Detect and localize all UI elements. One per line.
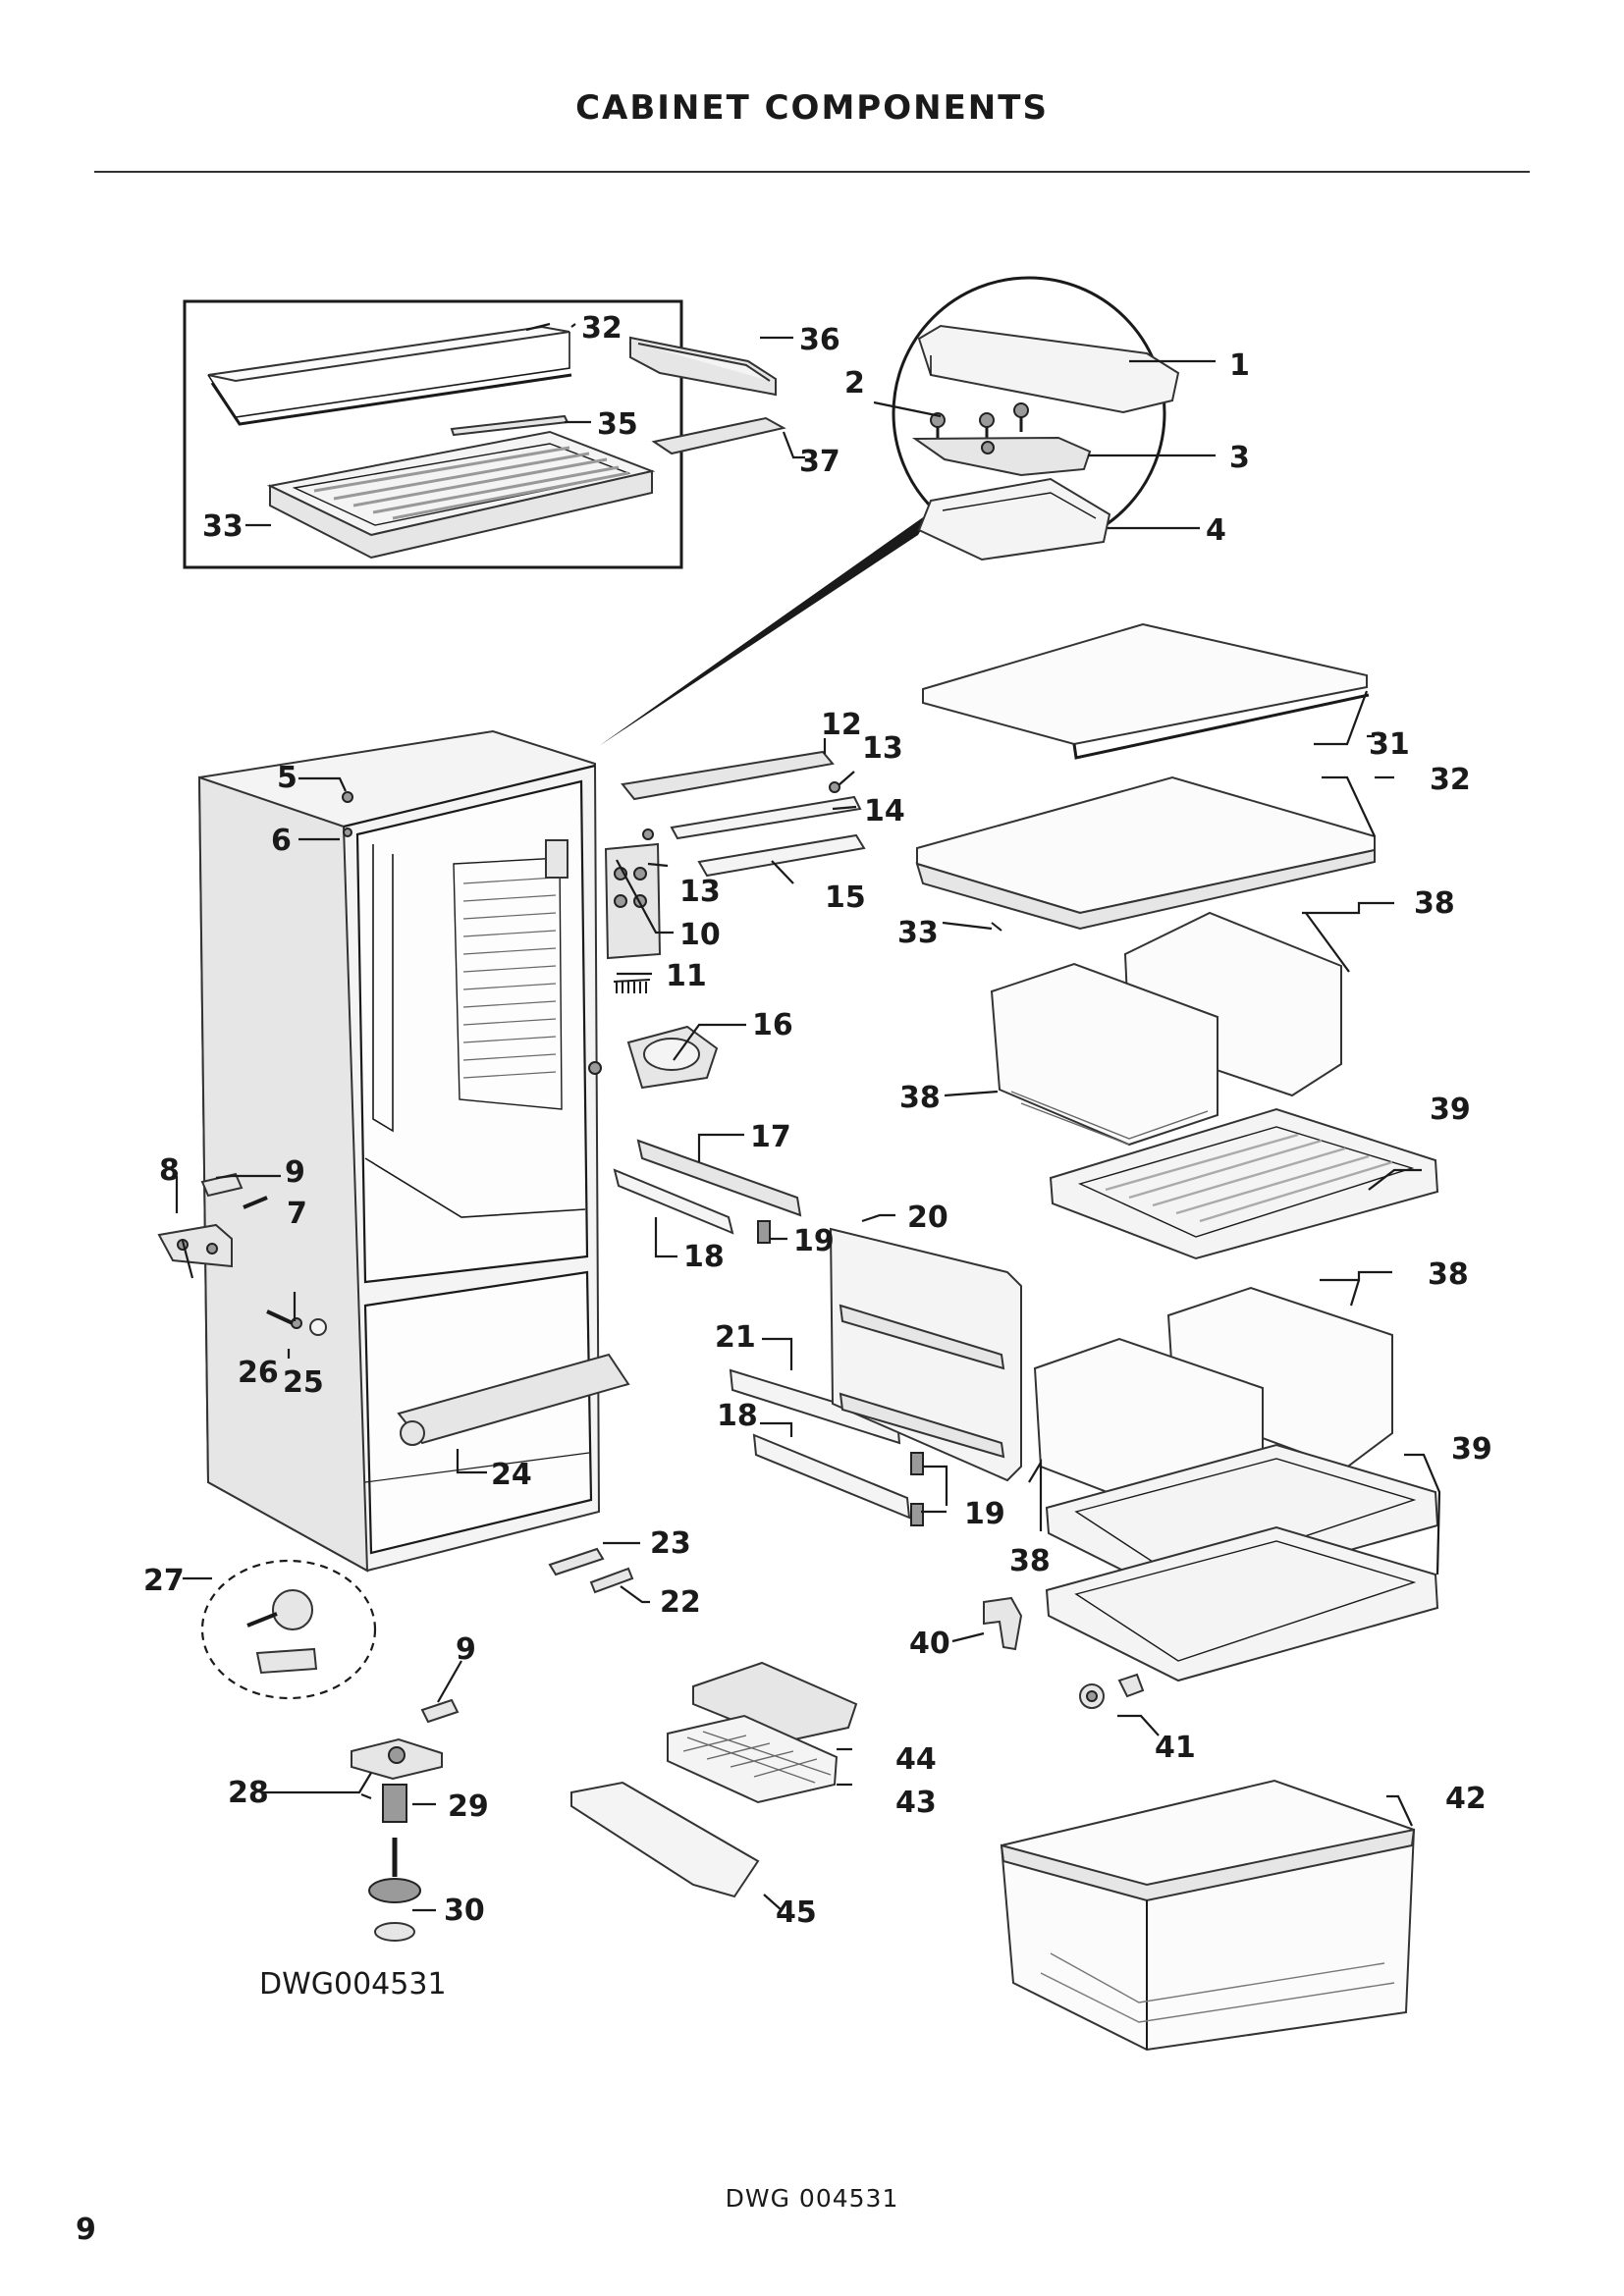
door-bins-upper xyxy=(990,911,1342,1147)
inset-shelf-detail xyxy=(183,299,786,569)
callout-20: 20 xyxy=(907,1201,948,1235)
callout-38d: 38 xyxy=(1009,1544,1051,1578)
callout-38c: 38 xyxy=(1428,1257,1469,1292)
callout-39b: 39 xyxy=(1451,1432,1492,1467)
control-panel xyxy=(604,842,662,993)
refrigerator-cabinet xyxy=(197,729,630,1573)
callout-36: 36 xyxy=(799,323,840,357)
page-title: CABINET COMPONENTS xyxy=(575,88,1049,128)
fan-assembly xyxy=(588,1025,719,1090)
callout-32b: 32 xyxy=(1430,763,1471,797)
callout-38a: 38 xyxy=(1414,886,1455,921)
callout-labels: 1 2 3 4 5 6 7 8 9 9 10 11 12 13 13 14 15… xyxy=(143,311,1492,1930)
callout-29: 29 xyxy=(448,1789,489,1824)
callout-14: 14 xyxy=(864,794,905,828)
callout-19b: 19 xyxy=(964,1497,1005,1531)
callout-43: 43 xyxy=(895,1786,937,1820)
callout-18a: 18 xyxy=(683,1240,725,1274)
leveling-foot-detail xyxy=(200,1559,377,1700)
callout-8: 8 xyxy=(159,1153,180,1188)
callout-25: 25 xyxy=(283,1365,324,1400)
callout-27: 27 xyxy=(143,1564,185,1598)
callout-31: 31 xyxy=(1369,727,1410,762)
upper-hinge xyxy=(157,1172,327,1336)
callout-32a: 32 xyxy=(581,311,623,346)
lower-hinge-leg xyxy=(351,1698,460,1942)
callout-13b: 13 xyxy=(679,875,721,909)
crisper-drawer xyxy=(1000,1779,1416,2052)
callout-40: 40 xyxy=(909,1627,950,1661)
callout-9b: 9 xyxy=(456,1632,476,1667)
callout-19a: 19 xyxy=(793,1224,835,1258)
callout-44: 44 xyxy=(895,1742,937,1777)
callout-7: 7 xyxy=(287,1197,307,1231)
crisper-cover-frame xyxy=(829,1227,1022,1482)
callout-21: 21 xyxy=(715,1320,756,1355)
page-number: 9 xyxy=(76,2213,96,2247)
callout-26: 26 xyxy=(238,1356,279,1390)
callout-38b: 38 xyxy=(899,1081,941,1115)
leader-lines xyxy=(175,322,1441,1912)
magnified-light-detail xyxy=(599,276,1180,746)
callout-23: 23 xyxy=(650,1526,691,1561)
callout-6: 6 xyxy=(271,824,292,858)
callout-33a: 33 xyxy=(202,509,244,544)
clip-parts xyxy=(548,1547,634,1594)
callout-39a: 39 xyxy=(1430,1093,1471,1127)
callout-4: 4 xyxy=(1206,513,1226,548)
callout-41: 41 xyxy=(1155,1731,1196,1765)
callout-2: 2 xyxy=(844,366,865,400)
callout-10: 10 xyxy=(679,918,721,952)
crisper-trays-lower xyxy=(1045,1443,1439,1682)
callout-45: 45 xyxy=(776,1896,817,1930)
callout-30: 30 xyxy=(444,1894,485,1928)
callout-28: 28 xyxy=(228,1776,269,1810)
ice-tray-parts xyxy=(570,1661,858,1898)
callout-1: 1 xyxy=(1229,348,1250,383)
crisper-tray-upper xyxy=(1049,1107,1439,1260)
callout-11: 11 xyxy=(666,959,707,993)
callout-5: 5 xyxy=(277,761,298,795)
callout-3: 3 xyxy=(1229,441,1250,475)
callout-35: 35 xyxy=(597,407,638,442)
title-divider xyxy=(94,171,1530,173)
right-glass-shelves xyxy=(915,622,1376,932)
rail-assemblies xyxy=(613,1139,924,1526)
callout-37: 37 xyxy=(799,445,840,479)
small-fittings xyxy=(983,1596,1145,1709)
callout-15: 15 xyxy=(825,881,866,915)
callout-9a: 9 xyxy=(285,1155,305,1190)
callout-13a: 13 xyxy=(862,731,903,766)
callout-22: 22 xyxy=(660,1585,701,1620)
callout-12: 12 xyxy=(821,708,862,742)
upper-light-assembly xyxy=(621,750,866,878)
footer-drawing-number: DWG 004531 xyxy=(725,2184,899,2213)
callout-33b: 33 xyxy=(897,916,939,950)
callout-17: 17 xyxy=(750,1120,791,1154)
callout-16: 16 xyxy=(752,1008,793,1042)
callout-42: 42 xyxy=(1445,1782,1487,1816)
callout-24: 24 xyxy=(491,1458,532,1492)
drawing-caption: DWG004531 xyxy=(259,1967,447,2002)
callout-18b: 18 xyxy=(717,1399,758,1433)
